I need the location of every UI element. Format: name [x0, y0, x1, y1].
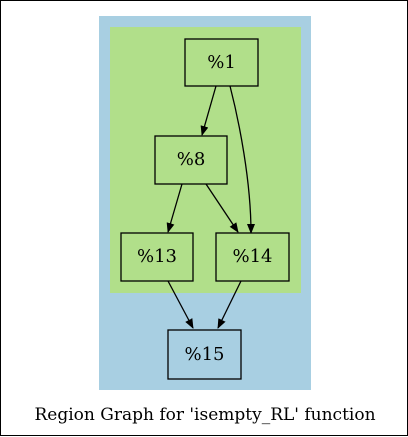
node-15-box — [167, 329, 242, 380]
node-8-box — [154, 135, 228, 185]
node-1-label: %1 — [207, 52, 236, 73]
node-15-label: %15 — [184, 344, 224, 365]
node-8[interactable]: %8 — [154, 135, 228, 185]
node-14-label: %14 — [232, 246, 272, 267]
node-1[interactable]: %1 — [184, 38, 259, 87]
node-14[interactable]: %14 — [215, 232, 290, 282]
edge-14-15 — [217, 280, 242, 329]
node-13-box — [120, 232, 194, 282]
edges — [166, 85, 255, 329]
edge-8-13 — [166, 183, 183, 233]
node-1-box — [184, 38, 259, 87]
node-15[interactable]: %15 — [167, 329, 242, 380]
edge-1-14 — [229, 85, 255, 234]
node-13-label: %13 — [137, 246, 177, 267]
edge-8-14 — [205, 183, 239, 233]
node-8-label: %8 — [177, 149, 206, 170]
node-14-box — [215, 232, 290, 282]
edge-13-15 — [167, 280, 194, 329]
node-13[interactable]: %13 — [120, 232, 194, 282]
edge-1-8 — [200, 85, 217, 136]
graph-caption: Region Graph for 'isempty_RL' function — [34, 405, 375, 425]
